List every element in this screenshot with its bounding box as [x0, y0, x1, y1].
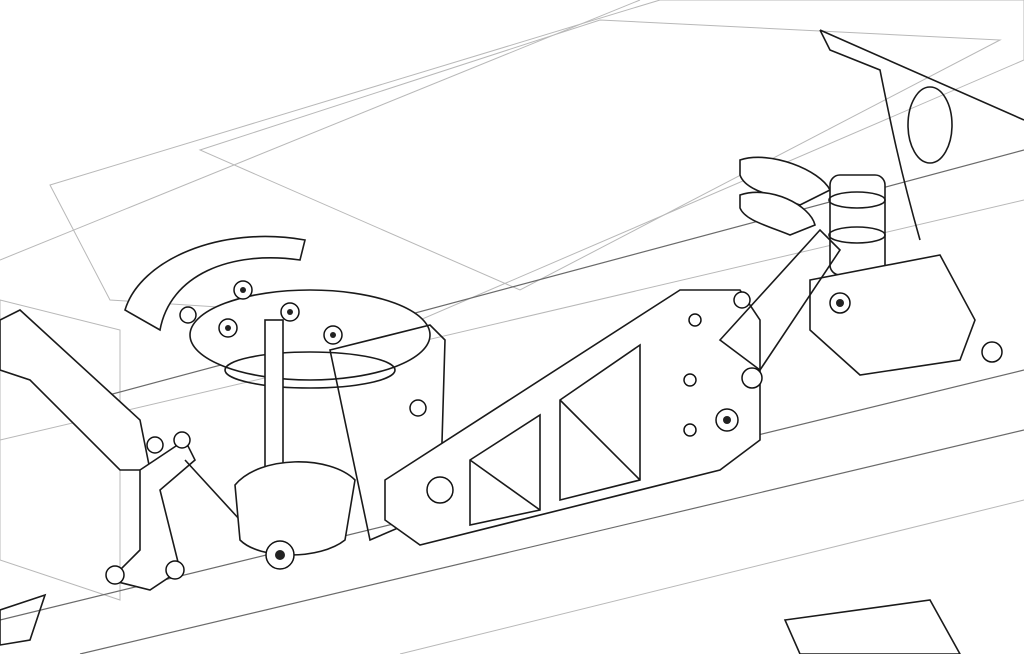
rear-bracket	[718, 29, 1024, 389]
trailing-arm	[384, 289, 761, 546]
strut	[234, 319, 446, 570]
left-linkage	[0, 309, 241, 591]
top-mount-disc	[124, 235, 431, 389]
background-panels	[0, 0, 1024, 601]
